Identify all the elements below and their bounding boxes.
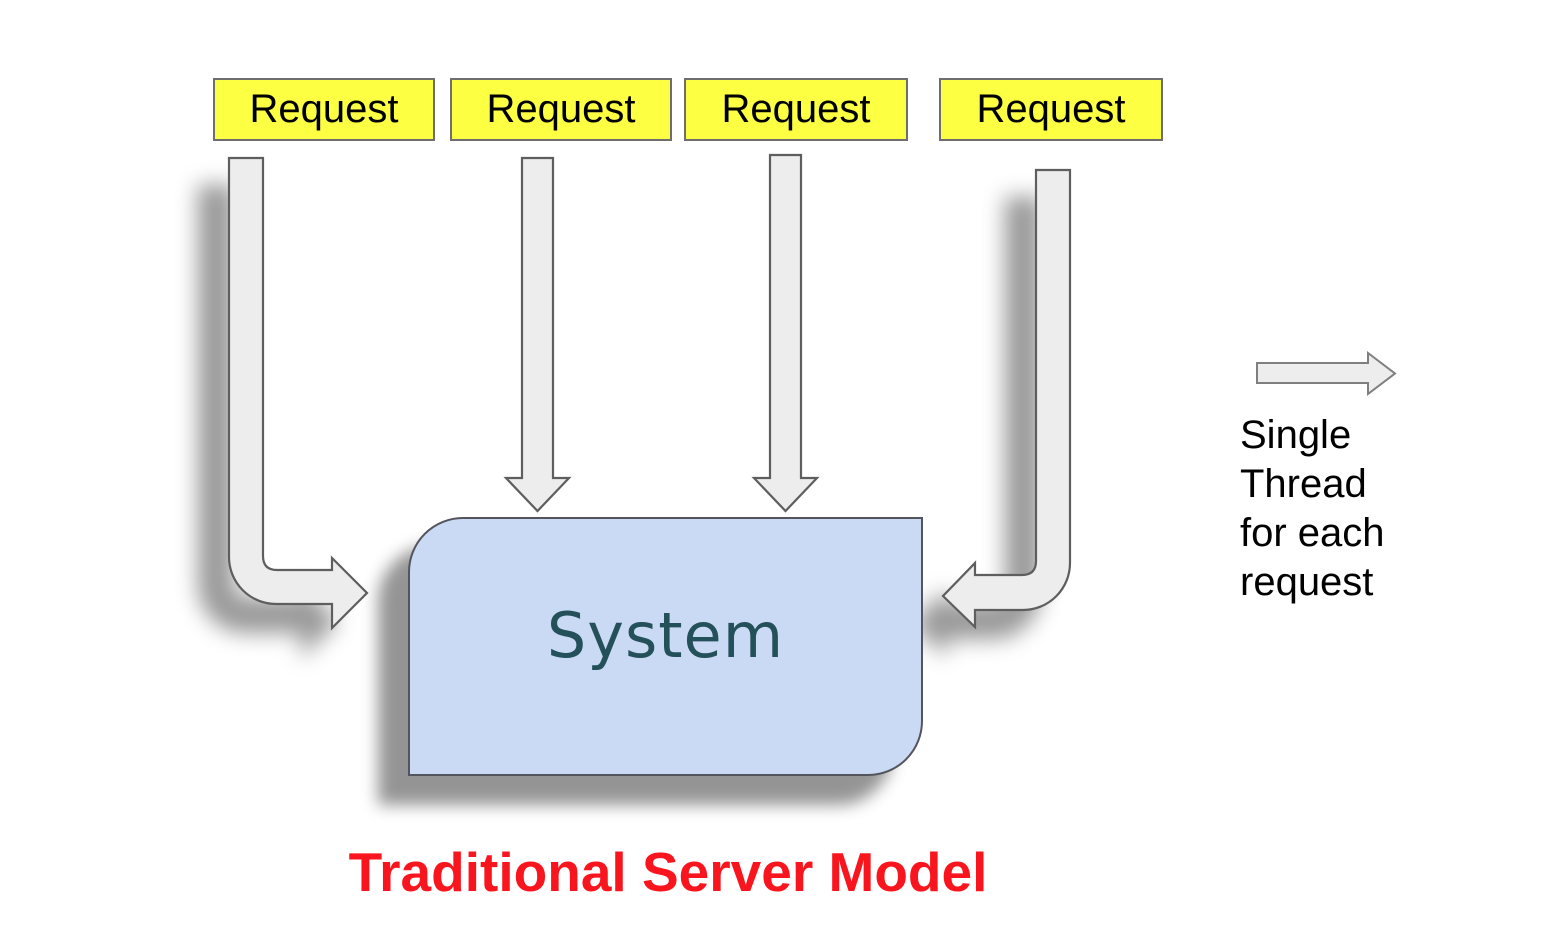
down-arrow-request-2-icon (503, 156, 572, 513)
diagram-title: Traditional Server Model (348, 841, 988, 903)
elbow-arrow-request-4-to-system-icon (941, 168, 1072, 630)
request-box-2: Request (450, 78, 672, 141)
system-box-label: System (546, 599, 785, 672)
request-box-1: Request (213, 78, 435, 141)
request-box-4-label: Request (976, 87, 1126, 131)
system-box: System (408, 517, 923, 776)
elbow-arrow-request-1-to-system-icon (227, 156, 369, 631)
request-box-2-label: Request (486, 87, 636, 131)
request-box-1-label: Request (249, 87, 399, 131)
request-box-3: Request (684, 78, 908, 141)
down-arrow-request-3-icon (751, 153, 820, 513)
single-thread-annotation: Single Thread for each request (1240, 413, 1385, 604)
request-box-3-label: Request (721, 87, 871, 131)
request-box-4: Request (939, 78, 1163, 141)
single-thread-arrow-icon (1256, 350, 1397, 397)
